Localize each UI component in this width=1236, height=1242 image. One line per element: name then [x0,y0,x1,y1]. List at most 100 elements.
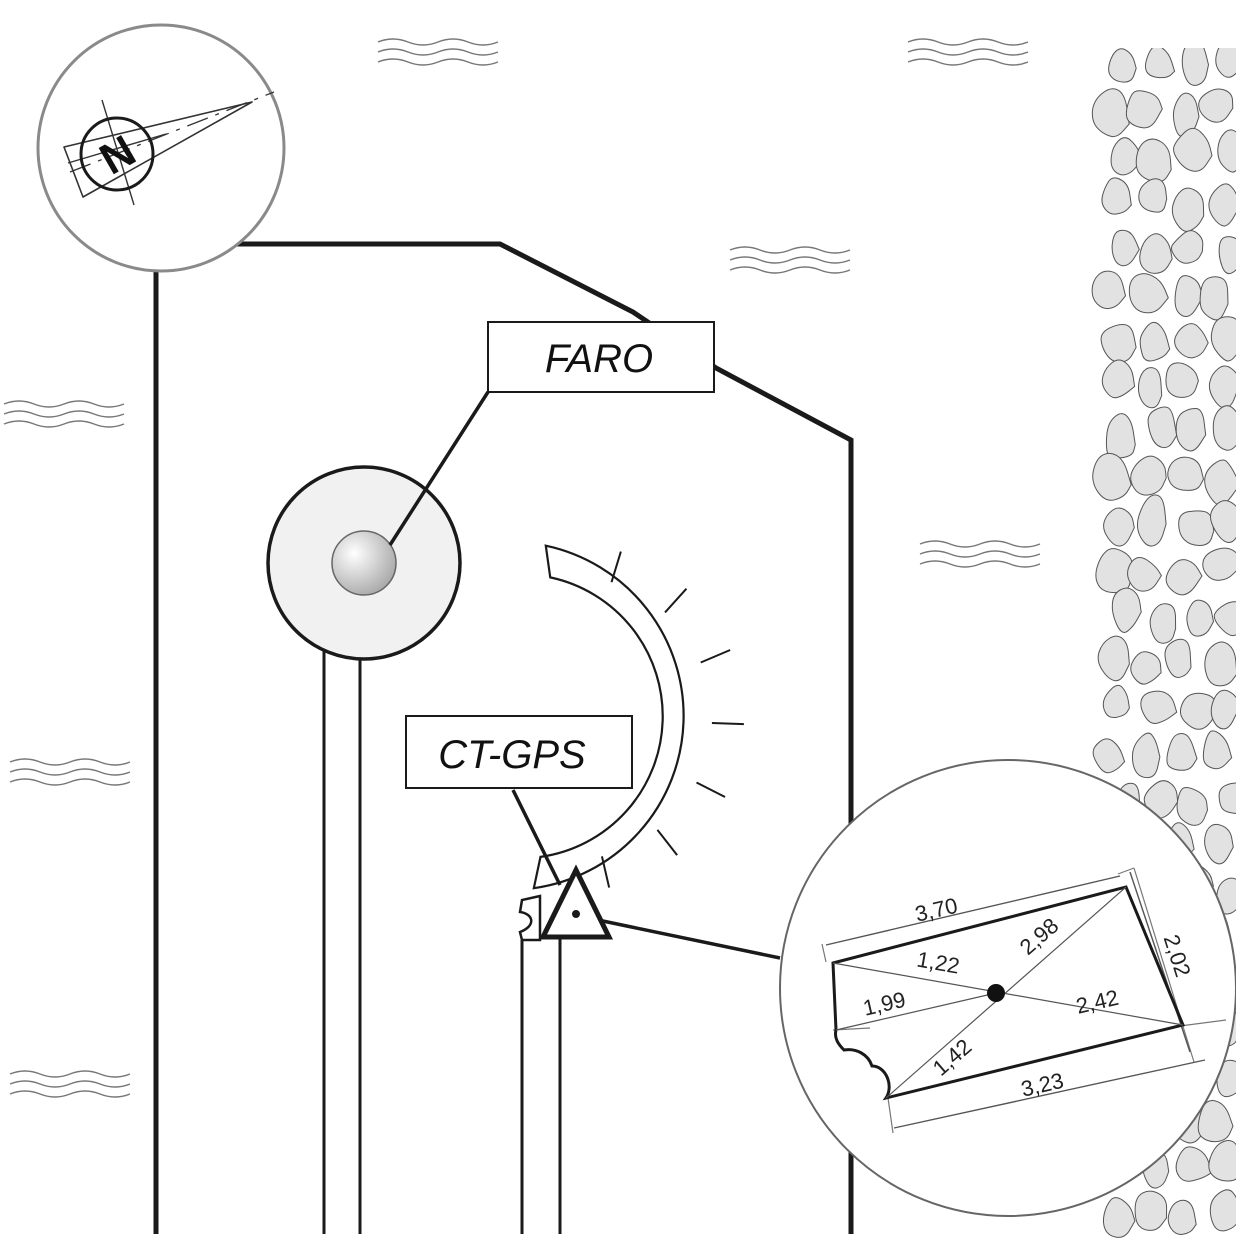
compass-circle [36,23,286,273]
ctgps-label-box [405,715,633,789]
stone [1136,494,1167,547]
stone [1108,48,1137,83]
stone [1210,689,1236,730]
stone [1130,455,1167,496]
water-wave-4 [3,400,125,428]
stone [1165,559,1203,596]
water-wave-1 [377,38,499,66]
survey-center-point [987,984,1005,1002]
water-wave-7 [9,1070,131,1098]
ctgps-label: CT-GPS [405,715,633,789]
stone [1208,1139,1236,1182]
stone [1210,316,1236,362]
stone [1135,138,1172,183]
ctgps-triangle-icon [538,864,614,940]
stone [1164,638,1192,678]
north-arrow-axis [69,91,275,173]
stone [1212,405,1236,451]
walkway-lines [322,645,562,1234]
ctgps-point-icon [572,910,580,918]
faro-label-box [487,321,715,393]
stone [1204,823,1234,865]
detail-circle [779,759,1236,1217]
stone [1125,90,1163,129]
stone [1176,787,1209,826]
stone [1149,603,1177,644]
faro-leader-line [388,391,490,546]
stone [1137,367,1163,409]
water-wave-2 [907,38,1029,66]
faro-label: FARO [487,321,715,393]
stone [1101,177,1132,215]
stone [1218,782,1236,814]
stone [1138,178,1168,213]
stone [1198,88,1234,123]
stone [1134,1190,1168,1231]
water-wave-3 [729,246,851,274]
stone [1165,362,1199,398]
stone [1175,407,1207,452]
stone [1178,510,1215,547]
stone [1111,229,1140,267]
north-arrow: N [36,23,286,273]
ctgps-leader-line [511,789,562,886]
stone [1181,48,1210,86]
stone [1091,88,1130,138]
stone [1131,732,1161,779]
curved-paved-path [532,544,744,890]
stone [1095,548,1133,594]
stone [1091,270,1127,310]
stone [1217,129,1236,173]
dimension-lines [825,871,1206,1129]
detail-leader-line [597,918,781,960]
stone [1171,187,1205,233]
stone [1127,557,1162,592]
water-wave-5 [919,540,1041,568]
stone [1175,1146,1213,1182]
stone [1204,641,1236,687]
stone [1143,780,1179,819]
stone [1092,738,1126,774]
stone [1100,323,1137,363]
stone [1140,690,1178,724]
stone [1101,359,1136,399]
paving-joint [700,649,731,664]
survey-diagonals [832,886,1184,1099]
ctgps-marker [538,864,614,940]
stone [1144,48,1176,79]
stone [1105,413,1136,459]
detail-inset: 3,70 2,98 1,22 1,99 2,42 1,42 3,23 2,02 [779,759,1236,1217]
pier-nub [518,894,542,942]
lighthouse-lamp [331,530,397,596]
stone [1215,48,1236,78]
stone [1208,183,1236,227]
stone [1204,459,1236,506]
stone [1173,127,1213,172]
stone [1092,452,1132,501]
stone [1202,547,1236,581]
stone [1172,92,1200,138]
stone [1130,651,1162,685]
paving-joint [664,588,688,614]
stone [1197,1099,1234,1143]
stone [1199,276,1229,321]
stone [1167,1199,1197,1235]
paving-joint [711,721,744,726]
compass-inner-circle [79,116,155,192]
water-symbols [3,38,1041,1098]
north-arrow-icon [63,101,253,198]
paving-joint [610,551,622,583]
stone [1102,684,1130,718]
stone [1174,275,1203,317]
faro-label-text: FARO [545,337,653,381]
stone [1147,406,1178,449]
paving-joint [696,781,726,798]
stone [1102,1197,1136,1238]
stone [1167,456,1205,491]
stone [1111,587,1142,633]
stone [1213,601,1236,637]
stone [1209,1189,1236,1232]
stone [1179,692,1219,730]
stone [1097,635,1130,682]
